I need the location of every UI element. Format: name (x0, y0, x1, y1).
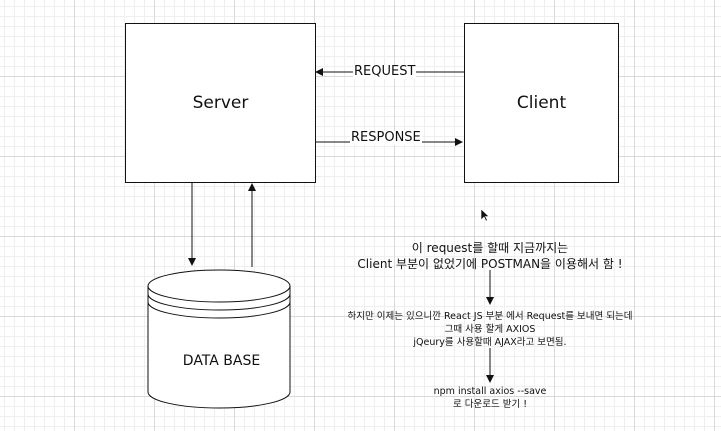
note-line: jQeury를 사용할때 AJAX라고 보면됨. (413, 336, 567, 348)
client-label: Client (516, 93, 567, 113)
note-line: Client 부분이 없었기에 POSTMAN을 이용해서 함 ! (357, 257, 623, 272)
mouse-pointer-icon (481, 209, 490, 222)
client-node: Client (464, 23, 619, 183)
response-label: RESPONSE (350, 130, 422, 145)
note-line: 하지만 이제는 있으니깐 React JS 부분 에서 Request를 보내면… (347, 311, 633, 322)
server-node: Server (125, 23, 316, 183)
database-label: DATA BASE (182, 353, 261, 369)
note-postman: 이 request를 할때 지금까지는 Client 부분이 없었기에 POST… (340, 240, 640, 272)
note-line: 이 request를 할때 지금까지는 (411, 241, 569, 255)
database-cylinder (147, 269, 291, 409)
request-label: REQUEST (353, 64, 417, 79)
note-line: 그때 사용 할게 AXIOS (444, 323, 536, 335)
note-install: npm install axios --save 로 다운로드 받기 ! (400, 386, 580, 412)
note-line: 로 다운로드 받기 ! (452, 398, 528, 410)
server-label: Server (192, 93, 249, 113)
note-line: npm install axios --save (433, 386, 547, 397)
note-axios: 하지만 이제는 있으니깐 React JS 부분 에서 Request를 보내면… (330, 311, 650, 349)
